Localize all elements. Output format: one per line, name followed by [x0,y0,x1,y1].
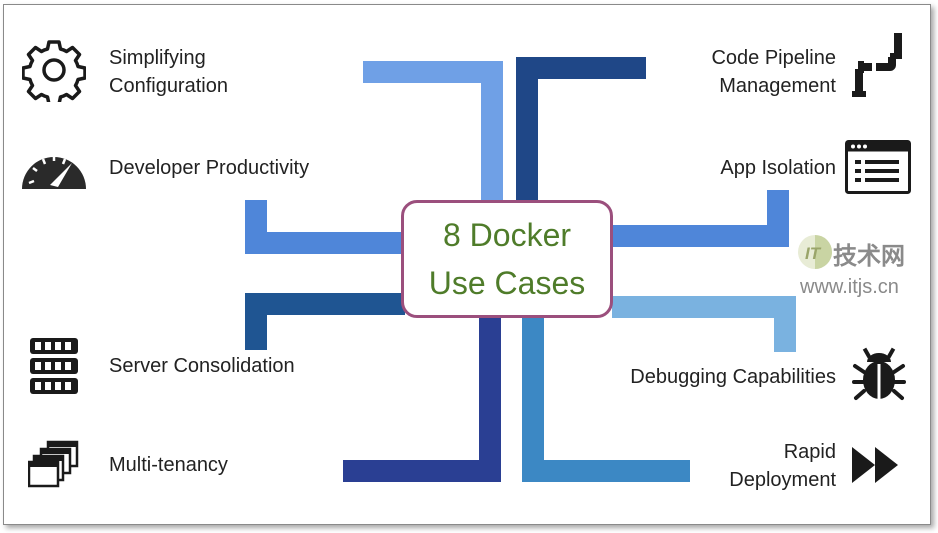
watermark-logo: IT [798,235,832,269]
label-multi-tenancy: Multi-tenancy [109,454,228,476]
label-simplifying-configuration: Simplifying Configuration [109,47,228,97]
label-code-pipeline-management: Code Pipeline Management [711,47,836,97]
center-title-line1: 8 Docker [442,217,572,253]
label-debugging-capabilities: Debugging Capabilities [630,366,836,388]
gear-icon [22,40,86,102]
watermark-mark: IT [805,244,822,263]
pipe-debugging [612,296,796,352]
speedometer-icon [22,156,86,189]
pipe-rapid-deployment [522,316,690,482]
label-developer-productivity: Developer Productivity [109,157,310,179]
center-title-box: 8 Docker Use Cases [401,200,613,318]
pipe-app-isolation [612,190,789,247]
pipe-server-consolidation [245,293,405,350]
app-window-icon [845,140,911,194]
bug-icon [852,347,906,400]
pipe-simplifying-configuration [363,61,503,205]
label-app-isolation: App Isolation [720,157,836,179]
watermark-chinese: 技术网 [833,243,905,270]
pipe-multi-tenancy [343,316,501,482]
server-rack-icon [30,338,78,394]
center-title-line2: Use Cases [428,265,586,301]
watermark-url: www.itjs.cn [800,276,899,298]
pipe-developer-productivity [245,200,405,254]
pipe-code-pipeline [516,57,646,205]
stacked-windows-icon [28,440,79,488]
label-server-consolidation: Server Consolidation [109,355,295,377]
label-rapid-deployment: Rapid Deployment [729,441,836,491]
pipe-icon [852,33,902,97]
fast-forward-icon [852,447,898,483]
